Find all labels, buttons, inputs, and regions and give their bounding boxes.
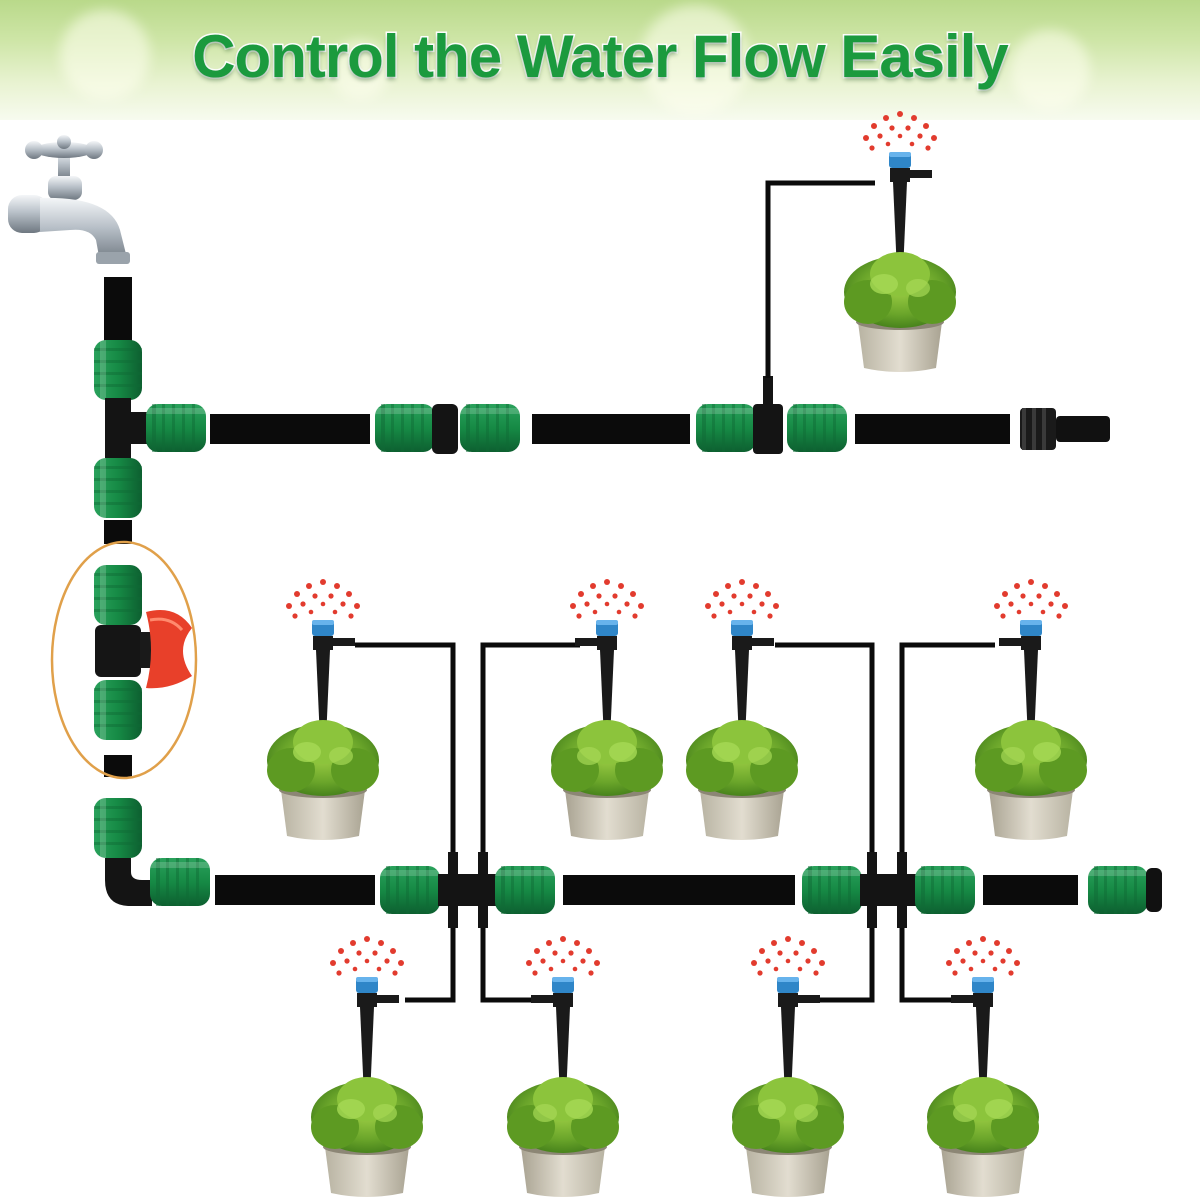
shutoff-valve-icon[interactable] (140, 610, 192, 689)
valve-highlight-ring (50, 540, 198, 780)
sprinkler-nozzle-icon (551, 579, 663, 840)
sprinkler-nozzle-icon (975, 579, 1087, 840)
feeder-tube-top (765, 180, 875, 378)
sprinkler-nozzle-icon (927, 936, 1039, 1197)
sprinkler-nozzle-icon (267, 579, 379, 840)
end-plug-icon (1020, 408, 1110, 450)
header-banner: Control the Water Flow Easily (0, 0, 1200, 120)
sprinkler-nozzle-icon (686, 579, 798, 840)
sprinkler-nozzle-icon (311, 936, 423, 1197)
upper-branch-line (210, 376, 1010, 454)
main-feed-line (94, 277, 210, 906)
sprinkler-nozzle-icon (507, 936, 619, 1197)
sprinkler-nozzle-icon (844, 111, 956, 372)
sprinkler-nozzle-icon (732, 936, 844, 1197)
feeder-tubes-lower (355, 642, 995, 1003)
faucet-icon (8, 135, 130, 264)
page-title: Control the Water Flow Easily (191, 22, 1011, 92)
lower-branch-line (215, 852, 1162, 928)
